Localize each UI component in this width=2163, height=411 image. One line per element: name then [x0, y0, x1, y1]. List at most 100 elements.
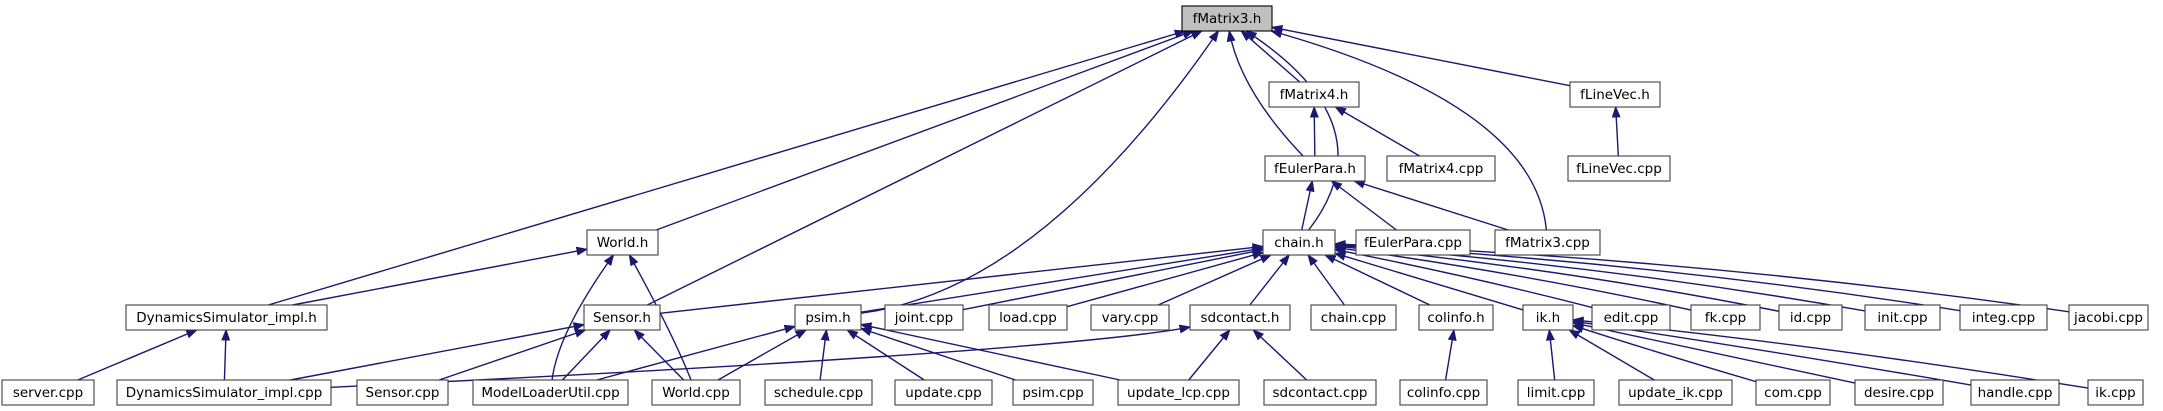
node-box: [1418, 304, 1494, 331]
node-box: [1386, 155, 1496, 182]
node-box: [586, 229, 659, 256]
edge-world-cpp-to-sensor-h: [633, 328, 685, 381]
node-box: [125, 304, 328, 331]
edge-fmatrix3-cpp-to-fmatrix3-h: [1270, 29, 1548, 231]
node-fmatrix3-h[interactable]: fMatrix3.h: [1181, 5, 1273, 32]
edge-com-cpp-to-ik-h: [1571, 324, 1757, 383]
node-fmatrix4-cpp[interactable]: fMatrix4.cpp: [1386, 155, 1496, 182]
edge-modelloaderutil-cpp-to-psim-h: [596, 324, 797, 381]
node-sensor-h[interactable]: Sensor.h: [583, 304, 661, 331]
edge-modelloaderutil-cpp-to-sensor-h: [561, 328, 612, 381]
node-world-h[interactable]: World.h: [586, 229, 659, 256]
node-box: [1, 379, 95, 406]
node-box: [356, 379, 449, 406]
node-limit-cpp[interactable]: limit.cpp: [1517, 379, 1595, 406]
node-box: [1262, 229, 1336, 256]
edge-colinfo-h-to-chain-h: [1323, 254, 1431, 306]
node-label: chain.h: [1274, 235, 1323, 251]
node-server-cpp[interactable]: server.cpp: [1, 379, 95, 406]
node-box: [764, 379, 873, 406]
node-dynamicssimulator-impl-cpp[interactable]: DynamicsSimulator_impl.cpp: [116, 379, 332, 406]
node-init-cpp[interactable]: init.cpp: [1864, 304, 1941, 331]
edge-sdcontact-h-to-chain-h: [1249, 253, 1291, 306]
node-chain-cpp[interactable]: chain.cpp: [1310, 304, 1397, 331]
node-label: sdcontact.cpp: [1273, 385, 1368, 401]
node-fk-cpp[interactable]: fk.cpp: [1690, 304, 1761, 331]
node-box: [1268, 81, 1360, 108]
node-label: World.h: [597, 235, 649, 251]
node-psim-h[interactable]: psim.h: [794, 304, 862, 331]
node-box: [583, 304, 661, 331]
node-flinevec-cpp[interactable]: fLineVec.cpp: [1567, 155, 1671, 182]
node-dynamicssimulator-impl-h[interactable]: DynamicsSimulator_impl.h: [125, 304, 328, 331]
node-modelloaderutil-cpp[interactable]: ModelLoaderUtil.cpp: [472, 379, 629, 406]
node-box: [1117, 379, 1240, 406]
node-psim-cpp[interactable]: psim.cpp: [1012, 379, 1094, 406]
node-jacobi-cpp[interactable]: jacobi.cpp: [2068, 304, 2149, 331]
node-box: [1310, 304, 1397, 331]
edge-fmatrix4-cpp-to-fmatrix4-h: [1334, 106, 1420, 157]
node-fmatrix4-h[interactable]: fMatrix4.h: [1268, 81, 1360, 108]
node-update-ik-cpp[interactable]: update_ik.cpp: [1618, 379, 1733, 406]
node-box: [884, 304, 964, 331]
node-box: [1264, 155, 1366, 182]
edge-chain-cpp-to-chain-h: [1307, 253, 1345, 306]
node-vary-cpp[interactable]: vary.cpp: [1090, 304, 1170, 331]
node-sensor-cpp[interactable]: Sensor.cpp: [356, 379, 449, 406]
node-box: [1399, 379, 1488, 406]
node-integ-cpp[interactable]: integ.cpp: [1959, 304, 2048, 331]
node-box: [1263, 379, 1377, 406]
node-box: [1012, 379, 1094, 406]
node-joint-cpp[interactable]: joint.cpp: [884, 304, 964, 331]
node-label: update.cpp: [905, 385, 981, 401]
node-world-cpp[interactable]: World.cpp: [651, 379, 741, 406]
node-schedule-cpp[interactable]: schedule.cpp: [764, 379, 873, 406]
node-box: [2087, 379, 2144, 406]
edge-flinevec-h-to-fmatrix3-h: [1270, 24, 1571, 87]
node-colinfo-cpp[interactable]: colinfo.cpp: [1399, 379, 1488, 406]
node-box: [1494, 229, 1601, 256]
node-label: fLineVec.cpp: [1576, 161, 1662, 177]
edge-psim-h-to-chain-h: [860, 245, 1265, 313]
node-desire-cpp[interactable]: desire.cpp: [1854, 379, 1944, 406]
node-sdcontact-h[interactable]: sdcontact.h: [1189, 304, 1291, 331]
node-feulerpara-cpp[interactable]: fEulerPara.cpp: [1355, 229, 1471, 256]
node-label: Sensor.h: [593, 310, 651, 326]
node-id-cpp[interactable]: id.cpp: [1778, 304, 1843, 331]
node-box: [1778, 304, 1843, 331]
edge-vary-cpp-to-chain-h: [1157, 254, 1273, 306]
node-label: fEulerPara.cpp: [1364, 235, 1462, 251]
node-box: [794, 304, 862, 331]
node-label: colinfo.cpp: [1407, 385, 1480, 401]
node-colinfo-h[interactable]: colinfo.h: [1418, 304, 1494, 331]
node-ik-h[interactable]: ik.h: [1522, 304, 1574, 331]
node-sdcontact-cpp[interactable]: sdcontact.cpp: [1263, 379, 1377, 406]
node-com-cpp[interactable]: com.cpp: [1755, 379, 1831, 406]
node-ik-cpp[interactable]: ik.cpp: [2087, 379, 2144, 406]
node-feulerpara-h[interactable]: fEulerPara.h: [1264, 155, 1366, 182]
node-label: psim.h: [805, 310, 850, 326]
node-box: [1864, 304, 1941, 331]
node-edit-cpp[interactable]: edit.cpp: [1591, 304, 1671, 331]
node-load-cpp[interactable]: load.cpp: [988, 304, 1068, 331]
node-box: [1189, 304, 1291, 331]
node-label: desire.cpp: [1864, 385, 1934, 401]
node-label: psim.cpp: [1022, 385, 1083, 401]
node-handle-cpp[interactable]: handle.cpp: [1970, 379, 2060, 406]
edges-layer: [77, 24, 2089, 389]
node-label: fEulerPara.h: [1274, 161, 1356, 177]
edge-world-h-to-fmatrix3-h: [655, 30, 1195, 231]
node-flinevec-h[interactable]: fLineVec.h: [1569, 81, 1661, 108]
edge-sensor-h-to-chain-h: [659, 243, 1265, 314]
node-update-lcp-cpp[interactable]: update_lcp.cpp: [1117, 379, 1240, 406]
node-chain-h[interactable]: chain.h: [1262, 229, 1336, 256]
node-fmatrix3-cpp[interactable]: fMatrix3.cpp: [1494, 229, 1601, 256]
edge-dynamicssimulator-impl-cpp-to-sensor-h: [290, 322, 586, 381]
edge-desire-cpp-to-ik-h: [1571, 320, 1856, 384]
node-label: Sensor.cpp: [366, 385, 440, 401]
node-update-cpp[interactable]: update.cpp: [894, 379, 993, 406]
edge-sdcontact-cpp-to-sdcontact-h: [1252, 328, 1308, 381]
node-box: [472, 379, 629, 406]
node-box: [2068, 304, 2149, 331]
node-box: [116, 379, 332, 406]
